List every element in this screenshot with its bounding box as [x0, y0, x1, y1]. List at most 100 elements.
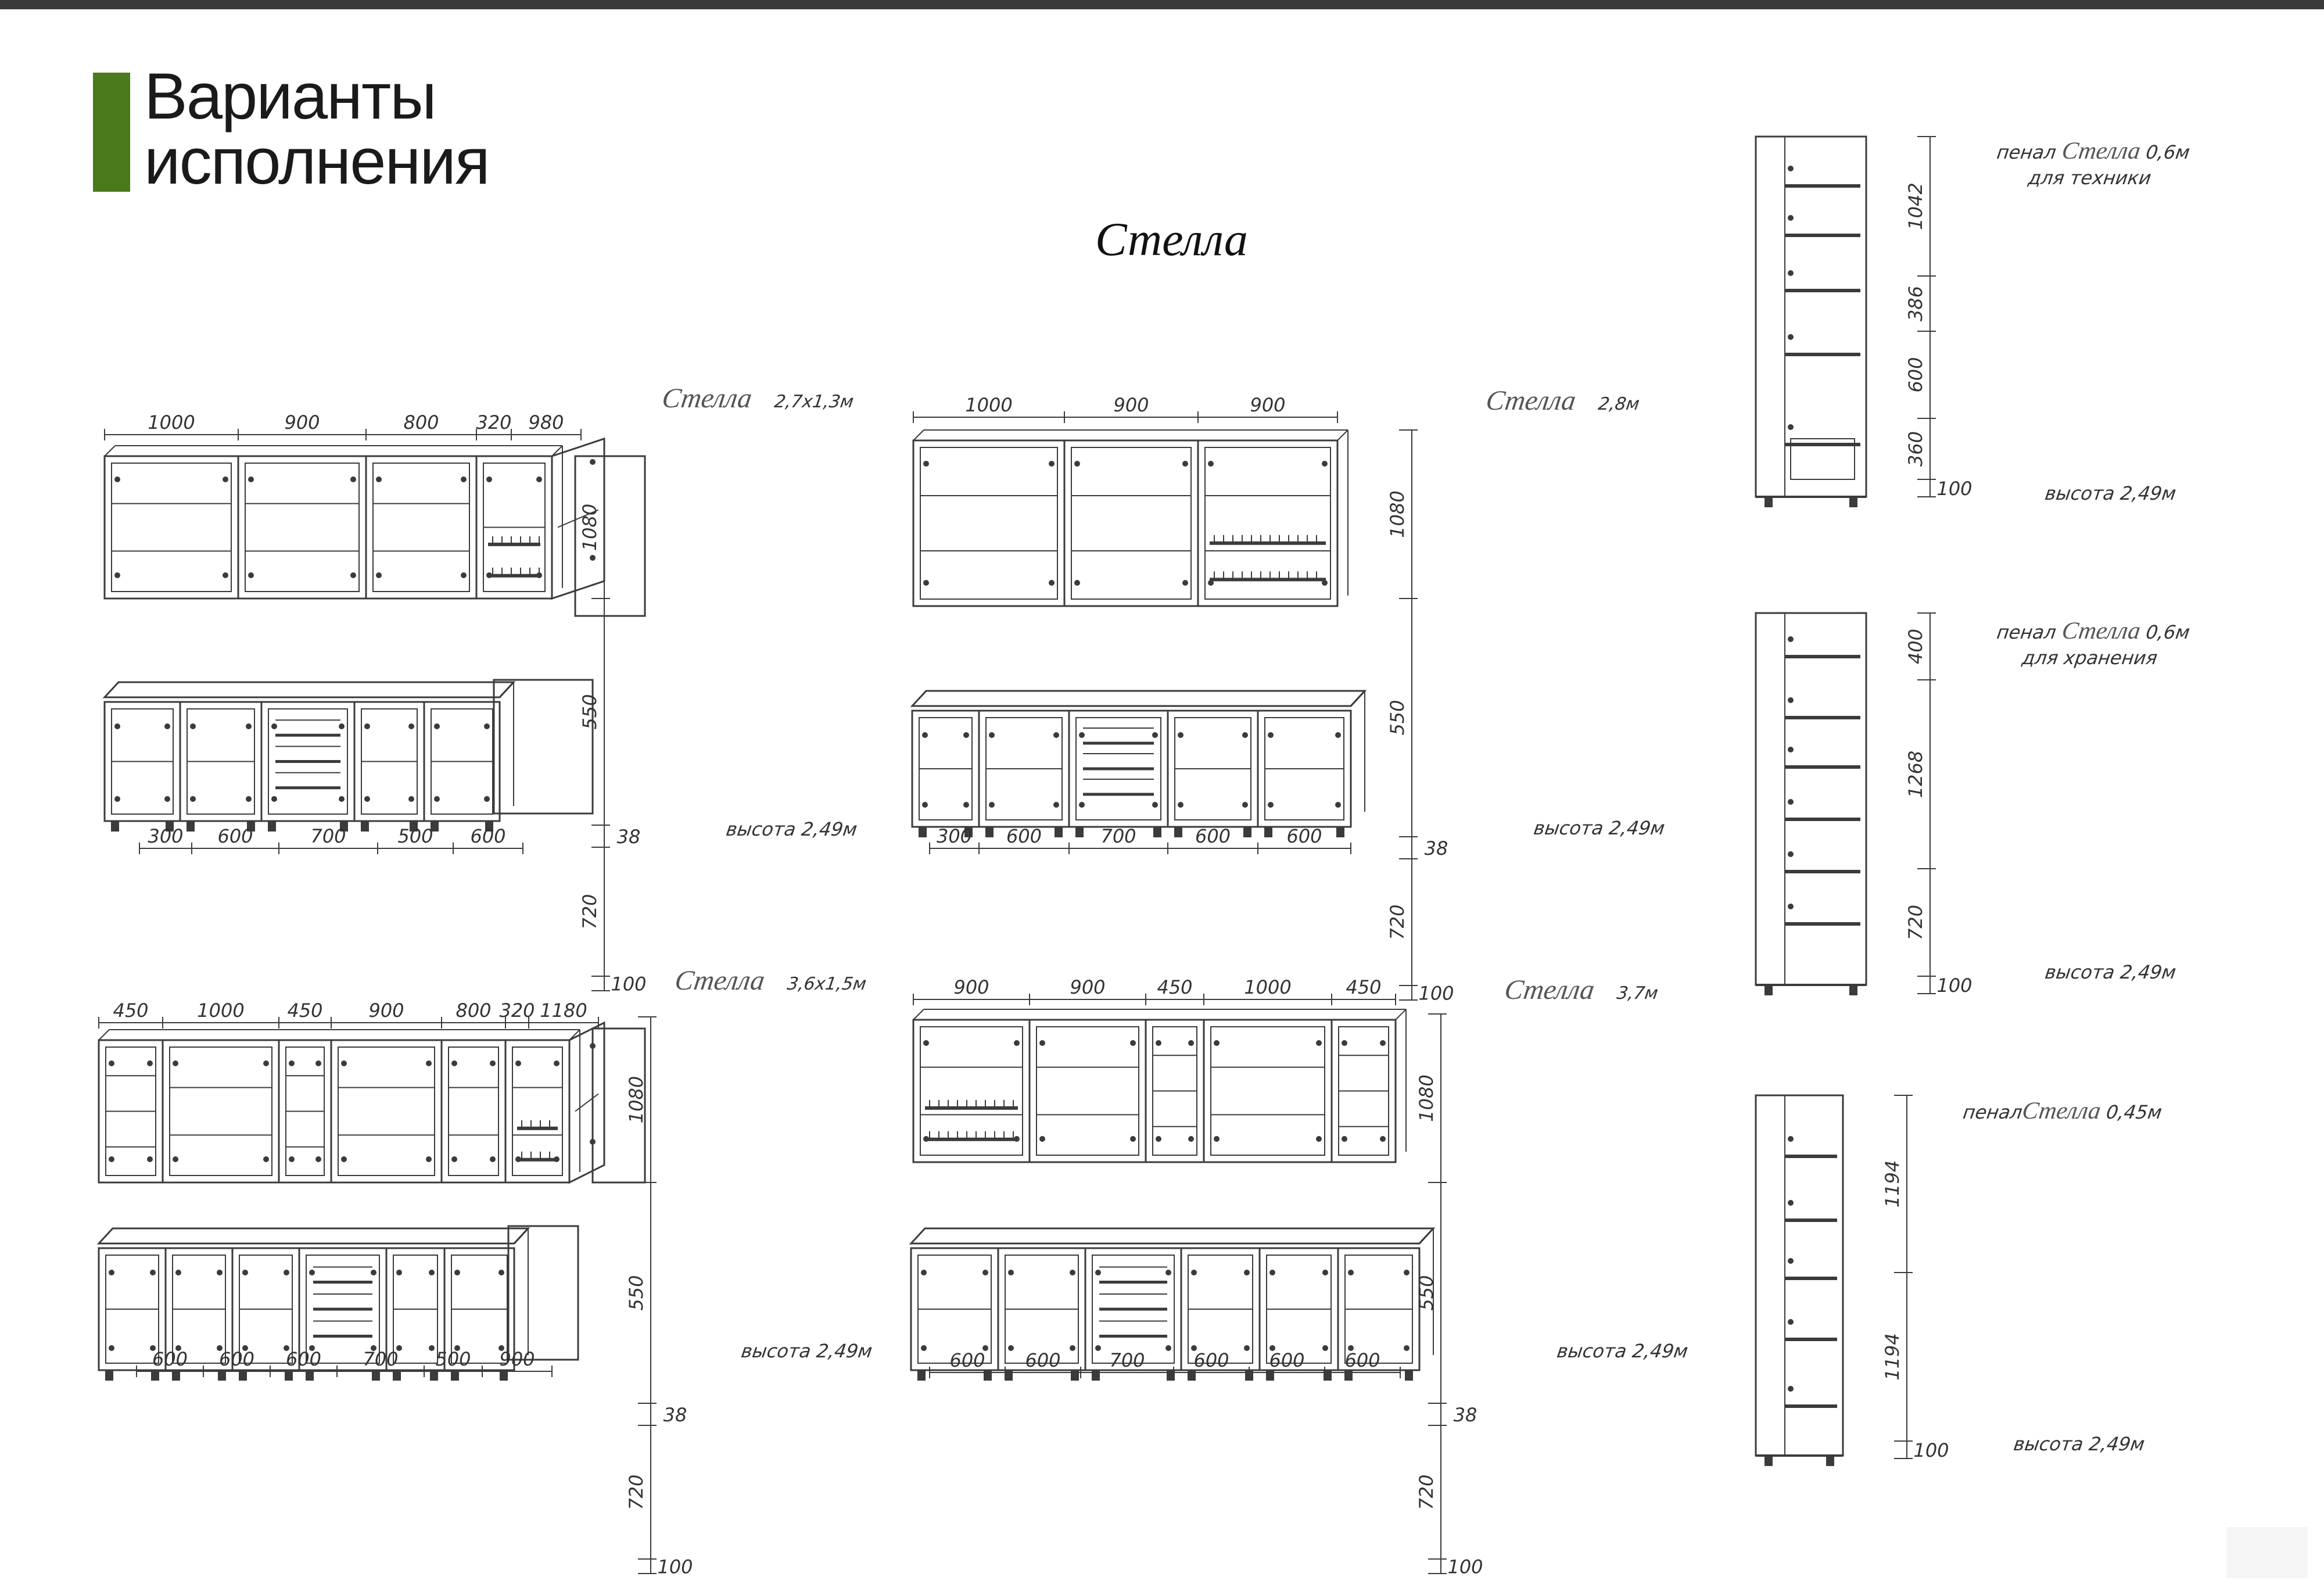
cabinet-outline	[365, 455, 478, 600]
door-hinge-dot	[173, 1156, 178, 1162]
door-hinge-dot	[451, 1060, 457, 1066]
door-hinge-dot	[1079, 802, 1085, 808]
door-hinge-dot	[242, 1270, 248, 1275]
dimension-label: 900	[1250, 394, 1285, 416]
cabinet-outline	[1075, 717, 1161, 820]
cabinet-outline	[512, 1047, 563, 1176]
door-hinge-dot	[1074, 461, 1080, 467]
door-hinge-dot	[1188, 1040, 1194, 1046]
dimension-label: 600	[219, 1348, 254, 1370]
door-hinge-dot	[554, 1060, 560, 1066]
door-hinge-dot	[242, 1345, 248, 1351]
door-hinge-dot	[217, 1345, 223, 1351]
door-hinge-dot	[271, 723, 277, 729]
door-hinge-dot	[1342, 1136, 1347, 1142]
dimension-label: 1194	[1881, 1160, 1903, 1207]
drawing-line	[1337, 429, 1349, 441]
door-hinge-dot	[434, 796, 440, 802]
door-hinge-dot	[1788, 1386, 1794, 1392]
dimension-label: 720	[625, 1474, 647, 1510]
door-hinge-dot	[147, 1156, 153, 1162]
cabinet-leg	[451, 1370, 459, 1381]
dimension-label: 100	[1936, 974, 1972, 997]
cabinet-leg	[285, 1370, 293, 1381]
cabinet-outline	[1210, 1026, 1325, 1156]
dimension-label: 600	[152, 1348, 188, 1370]
cabinet-leg	[1405, 1370, 1413, 1381]
door-hinge-dot	[150, 1270, 156, 1275]
door-hinge-dot	[1130, 1040, 1136, 1046]
dimension-label: 700	[363, 1348, 398, 1370]
door-hinge-dot	[536, 572, 542, 578]
dimension-label: 100	[1418, 983, 1454, 1005]
dimension-label: 38	[1454, 1404, 1477, 1426]
cabinet-leg	[1071, 1370, 1079, 1381]
door-hinge-dot	[315, 1156, 321, 1162]
dimension-label: 320	[476, 411, 511, 433]
door-hinge-dot	[1788, 851, 1794, 857]
cabinet-outline	[920, 1026, 1023, 1156]
cabinet-leg	[187, 821, 195, 832]
door-hinge-dot	[1348, 1345, 1354, 1351]
dimension-label: 1080	[1415, 1074, 1437, 1121]
dimension-label: 900	[284, 411, 320, 433]
door-hinge-dot	[923, 1040, 929, 1046]
door-hinge-dot	[515, 1060, 521, 1066]
drawing-line	[98, 1029, 110, 1041]
cabinet-leg	[984, 1370, 992, 1381]
door-hinge-dot	[1156, 1136, 1161, 1142]
cabinet-leg	[306, 1370, 314, 1381]
door-hinge-dot	[1095, 1270, 1101, 1275]
cabinet-leg	[166, 821, 174, 832]
door-hinge-dot	[1316, 1136, 1322, 1142]
dimension-label: 600	[470, 825, 505, 847]
door-hinge-dot	[1182, 461, 1188, 467]
door-hinge-dot	[223, 476, 228, 482]
dimension-label: 720	[1386, 904, 1408, 940]
dimension-label: 600	[1286, 825, 1322, 847]
drawing-line	[513, 1227, 529, 1245]
dimension-label: 720	[579, 894, 601, 929]
door-hinge-dot	[246, 796, 252, 802]
door-hinge-dot	[341, 1156, 347, 1162]
door-hinge-dot	[1070, 1270, 1075, 1275]
door-hinge-dot	[1269, 1345, 1275, 1351]
dimension-label: 600	[217, 825, 253, 847]
cabinet-leg	[1092, 1370, 1100, 1381]
cabinet-leg	[1849, 497, 1857, 507]
cabinet-outline	[330, 1039, 443, 1184]
door-hinge-dot	[364, 796, 370, 802]
cabinet-outline	[920, 447, 1058, 600]
dimension-label: 450	[287, 999, 322, 1022]
cabinet-outline	[237, 455, 367, 600]
dimension-label: 600	[1025, 1349, 1060, 1371]
door-hinge-dot	[454, 1345, 460, 1351]
dimension-label: 700	[1109, 1349, 1145, 1371]
door-hinge-dot	[1348, 1270, 1354, 1275]
dimension-label: 100	[1913, 1439, 1949, 1461]
door-hinge-dot	[921, 1345, 927, 1351]
drawing-line	[575, 1093, 599, 1112]
door-hinge-dot	[114, 572, 120, 578]
cabinet-leg	[985, 827, 994, 837]
cabinet-leg	[430, 1370, 438, 1381]
dimension-label: 1080	[1386, 490, 1408, 537]
door-hinge-dot	[1788, 334, 1794, 340]
drawing-line	[913, 1009, 924, 1020]
door-hinge-dot	[1788, 697, 1794, 703]
door-hinge-dot	[1335, 802, 1341, 808]
door-hinge-dot	[350, 572, 356, 578]
cabinet-outline	[1204, 447, 1331, 600]
door-hinge-dot	[1049, 461, 1055, 467]
door-hinge-dot	[1788, 166, 1794, 171]
door-hinge-dot	[1014, 1040, 1020, 1046]
cabinet-leg	[1174, 827, 1182, 837]
cabinet-outline	[448, 1047, 499, 1176]
cabinet-leg	[1344, 1370, 1353, 1381]
dimension-label: 700	[310, 825, 346, 847]
door-hinge-dot	[1269, 1270, 1275, 1275]
cabinet-leg	[919, 827, 927, 837]
door-hinge-dot	[284, 1345, 289, 1351]
